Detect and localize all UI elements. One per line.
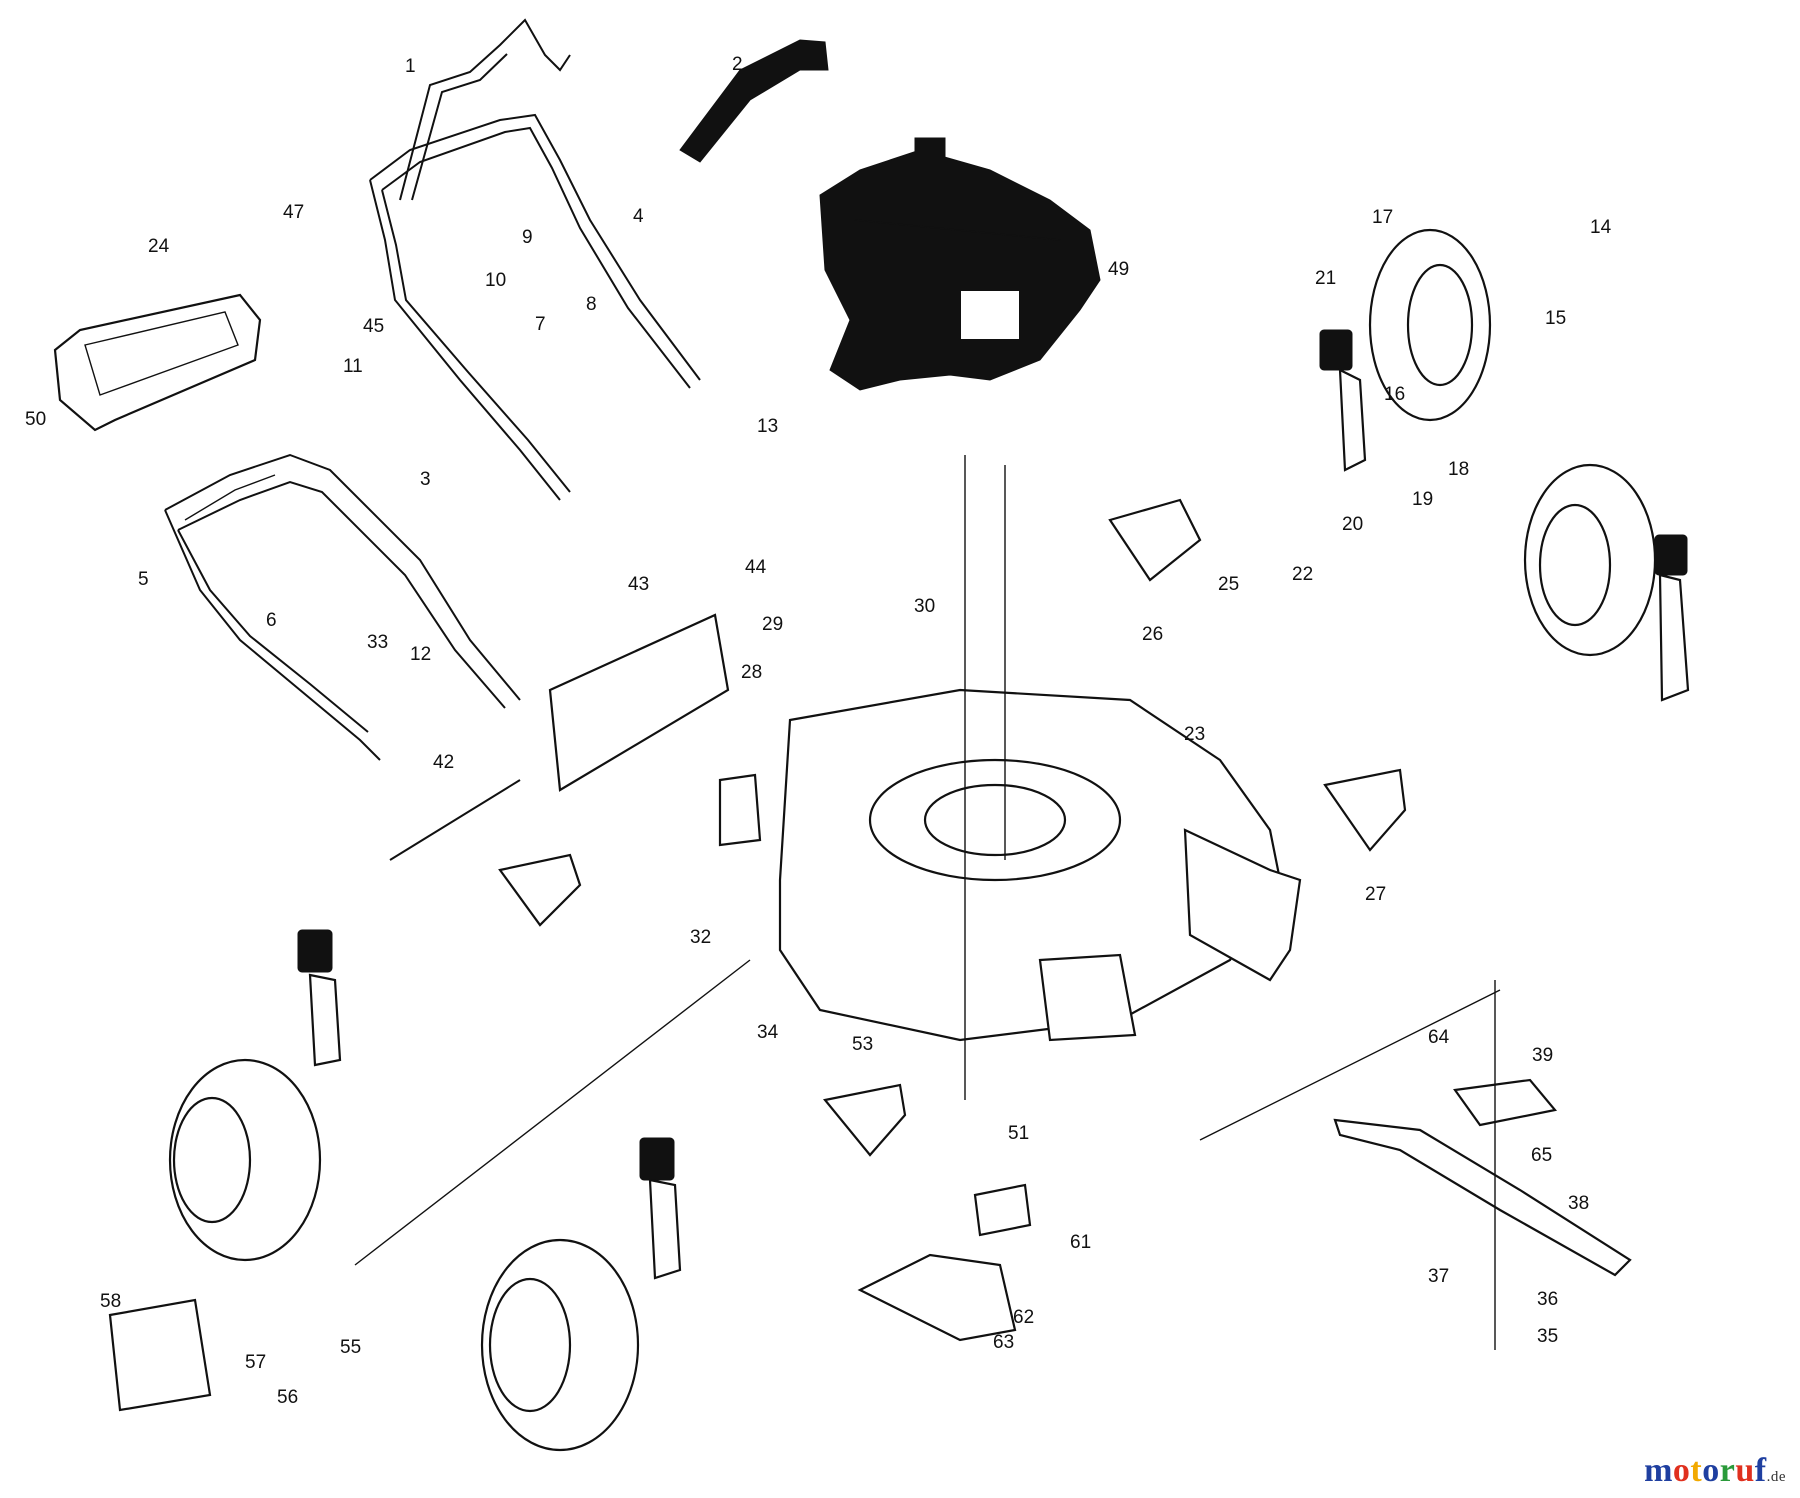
center-guide-lines	[354, 455, 1501, 1266]
part-label-20: 20	[1342, 514, 1363, 535]
part-label-6: 6	[266, 610, 277, 631]
part-label-50: 50	[25, 409, 46, 430]
part-label-15: 15	[1545, 308, 1566, 329]
control-bar-drawing	[679, 39, 829, 163]
part-label-57: 57	[245, 1352, 266, 1373]
part-label-44: 44	[745, 557, 767, 578]
engine-drawing	[819, 137, 1101, 391]
part-label-33: 33	[367, 632, 388, 653]
part-label-26: 26	[1142, 624, 1163, 645]
part-label-65: 65	[1531, 1145, 1552, 1166]
part-label-47: 47	[283, 202, 304, 223]
part-label-42: 42	[433, 752, 454, 773]
part-label-29: 29	[762, 614, 783, 635]
part-label-10: 10	[485, 270, 506, 291]
part-label-4: 4	[633, 206, 644, 227]
wheel-front-right-drawing	[1523, 463, 1657, 657]
lower-handle-drawing	[164, 453, 521, 761]
part-label-43: 43	[628, 574, 649, 595]
part-label-12: 12	[410, 644, 431, 665]
part-labels: 1 2 3 4 5 6 7 8 9 10 11 12 13 14 15 16 1…	[25, 54, 1612, 1408]
part-label-63: 63	[993, 1332, 1014, 1353]
part-label-56: 56	[277, 1387, 298, 1408]
part-label-7: 7	[535, 314, 546, 335]
part-label-32: 32	[690, 927, 711, 948]
part-label-11: 11	[343, 356, 363, 377]
part-label-13: 13	[757, 416, 778, 437]
grass-bag-frame-drawing	[53, 293, 262, 432]
part-label-23: 23	[1184, 724, 1205, 745]
part-label-8: 8	[586, 294, 597, 315]
part-label-58: 58	[100, 1291, 121, 1312]
part-label-38: 38	[1568, 1193, 1589, 1214]
part-label-36: 36	[1537, 1289, 1558, 1310]
part-label-17: 17	[1372, 207, 1393, 228]
watermark-logo: motoruf.de	[1644, 1452, 1786, 1490]
part-label-5: 5	[138, 569, 149, 590]
part-label-37: 37	[1428, 1266, 1449, 1287]
part-label-49: 49	[1108, 259, 1129, 280]
part-label-61: 61	[1070, 1232, 1091, 1253]
part-label-34: 34	[757, 1022, 779, 1043]
part-label-18: 18	[1448, 459, 1469, 480]
part-label-64: 64	[1428, 1027, 1450, 1048]
watermark-suffix: .de	[1766, 1469, 1786, 1485]
part-label-1: 1	[405, 56, 416, 77]
part-label-9: 9	[522, 227, 533, 248]
wheel-rear-right-top-drawing	[1368, 228, 1492, 422]
part-label-39: 39	[1532, 1045, 1553, 1066]
blade-assembly-drawing	[1333, 980, 1632, 1350]
part-label-28: 28	[741, 662, 762, 683]
part-label-62: 62	[1013, 1307, 1034, 1328]
part-label-55: 55	[340, 1337, 361, 1358]
part-label-30: 30	[914, 596, 935, 617]
part-label-25: 25	[1218, 574, 1239, 595]
rear-flap-drawing	[389, 613, 730, 861]
gear-sector-drawings	[498, 498, 1407, 1157]
part-label-19: 19	[1412, 489, 1433, 510]
part-label-22: 22	[1292, 564, 1313, 585]
wheel-rear-left-drawing	[168, 1058, 322, 1262]
part-label-35: 35	[1537, 1326, 1558, 1347]
upper-handle-drawing	[369, 18, 701, 501]
mower-deck-drawing	[718, 688, 1302, 1042]
part-label-51: 51	[1008, 1123, 1029, 1144]
discharge-chute-drawing	[857, 1183, 1032, 1342]
part-label-27: 27	[1365, 884, 1386, 905]
rear-bracket-drawing	[108, 1298, 212, 1412]
watermark-text: motoruf	[1644, 1452, 1767, 1489]
part-label-16: 16	[1384, 384, 1405, 405]
part-label-21: 21	[1315, 268, 1336, 289]
height-adjuster-drawings	[297, 329, 1690, 1280]
part-label-2: 2	[732, 54, 743, 75]
part-label-45: 45	[363, 316, 384, 337]
wheel-front-left-drawing	[480, 1238, 640, 1452]
part-label-53: 53	[852, 1034, 873, 1055]
part-label-24: 24	[148, 236, 170, 257]
part-label-3: 3	[420, 469, 431, 490]
part-label-14: 14	[1590, 217, 1612, 238]
